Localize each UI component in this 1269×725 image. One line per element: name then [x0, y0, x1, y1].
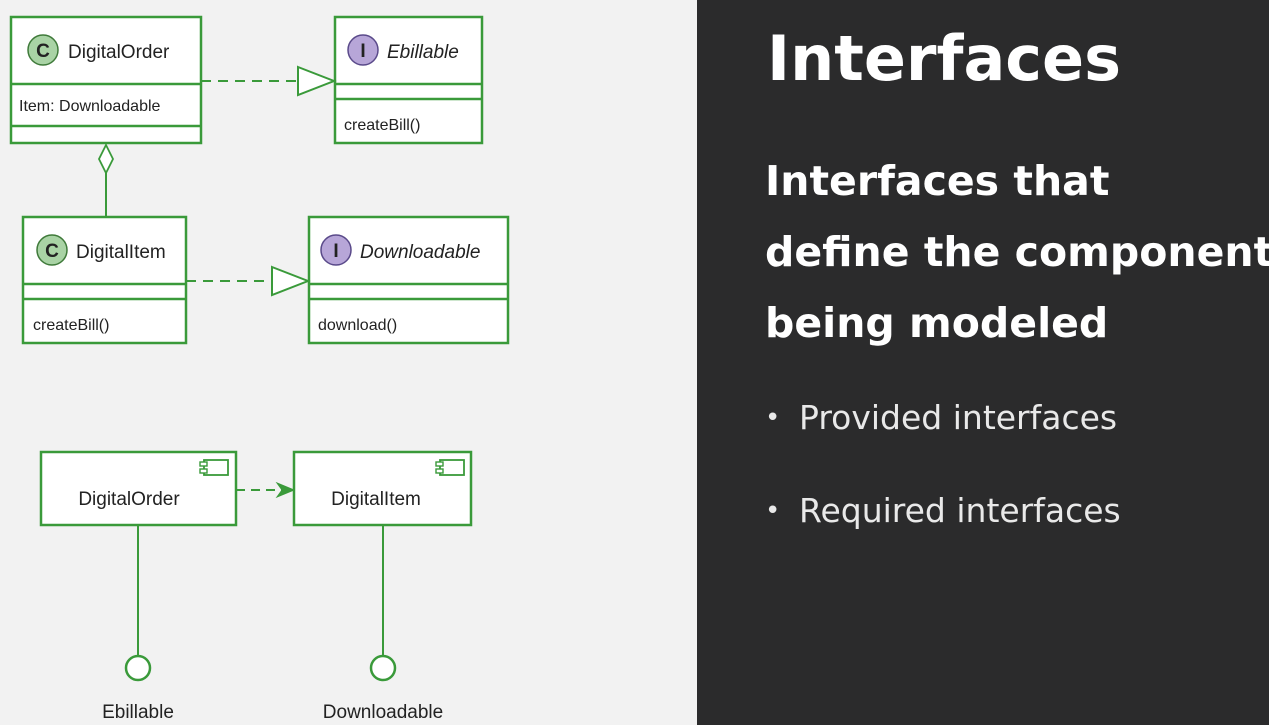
- class-stereotype-icon: [36, 234, 68, 266]
- bullet-dot-icon: •: [765, 403, 781, 433]
- component-name: DigitalItem: [331, 489, 421, 510]
- class-name: DigitalItem: [76, 242, 166, 263]
- component-icon: [435, 459, 465, 476]
- bullet-dot-icon: •: [765, 496, 781, 526]
- interface-stereotype-letter: I: [333, 241, 338, 262]
- diagram-panel: C DigitalOrder Item: Downloadable I Ebil…: [9, 15, 510, 723]
- bullet-text: Provided interfaces: [799, 398, 1118, 437]
- provided-interface-downloadable: Downloadable: [323, 525, 443, 723]
- class-stereotype-icon: [27, 34, 59, 66]
- slide-title: Interfaces: [767, 22, 1121, 95]
- interface-stereotype-icon: [347, 34, 379, 66]
- interface-label: Ebillable: [102, 702, 174, 723]
- bullet-item: • Required interfaces: [765, 487, 1121, 580]
- class-method: createBill(): [33, 317, 109, 334]
- text-panel: Interfaces Interfaces that define the co…: [697, 0, 1269, 725]
- interface-lollipop: [369, 654, 397, 682]
- interface-method: createBill(): [344, 117, 420, 134]
- interface-stereotype-letter: I: [360, 41, 365, 62]
- interface-lollipop: [124, 654, 152, 682]
- realization-arrow: [186, 265, 311, 297]
- subtitle-line: define the component: [765, 228, 1269, 276]
- interface-stereotype-icon: [320, 234, 352, 266]
- component-digitalorder: DigitalOrder: [39, 450, 238, 527]
- interface-downloadable: I Downloadable download(): [307, 215, 510, 345]
- class-attribute: Item: Downloadable: [19, 98, 161, 115]
- bullet-list: • Provided interfaces • Required interface…: [765, 394, 1121, 580]
- subtitle-line: being modeled: [765, 299, 1109, 347]
- subtitle-line: Interfaces that: [765, 157, 1110, 205]
- aggregation-link: [97, 142, 115, 217]
- dependency-arrow: [236, 481, 296, 499]
- class-digitalorder: C DigitalOrder Item: Downloadable: [9, 15, 203, 145]
- interface-method: download(): [318, 317, 397, 334]
- component-digitalitem: DigitalItem: [292, 450, 473, 527]
- interface-label: Downloadable: [323, 702, 443, 723]
- class-digitalitem: C DigitalItem createBill(): [21, 215, 188, 345]
- component-name: DigitalOrder: [78, 489, 180, 510]
- class-name: DigitalOrder: [68, 42, 170, 63]
- component-box: [292, 450, 473, 527]
- interface-name: Ebillable: [387, 42, 459, 63]
- uml-diagram: C DigitalOrder Item: Downloadable I Ebil…: [9, 15, 510, 723]
- component-icon: [199, 459, 229, 476]
- class-stereotype-letter: C: [36, 41, 50, 62]
- realization-arrow: [201, 65, 337, 97]
- interface-ebillable-box: [333, 15, 484, 145]
- slide-subtitle: Interfaces that define the component bei…: [765, 146, 1269, 359]
- interface-name: Downloadable: [360, 242, 480, 263]
- interface-ebillable: I Ebillable createBill(): [333, 15, 484, 145]
- bullet-item: • Provided interfaces: [765, 394, 1121, 487]
- provided-interface-ebillable: Ebillable: [102, 525, 174, 723]
- bullet-text: Required interfaces: [799, 491, 1121, 530]
- class-stereotype-letter: C: [45, 241, 59, 262]
